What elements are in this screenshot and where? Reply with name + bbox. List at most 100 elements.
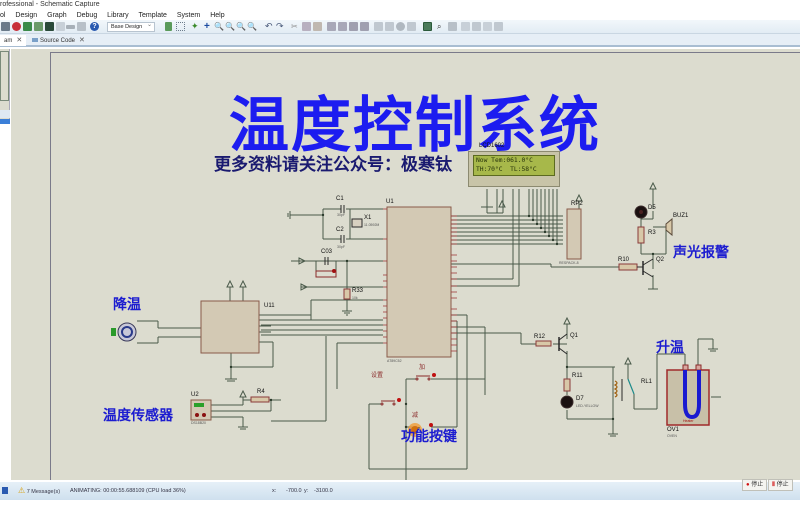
label-ov1: OV1 bbox=[667, 427, 680, 433]
buzzer-buz1 bbox=[665, 217, 673, 237]
clipboard-icon[interactable] bbox=[77, 22, 86, 31]
overview-window[interactable] bbox=[0, 51, 9, 101]
zoom-area-icon[interactable]: 🔍 bbox=[247, 22, 257, 31]
netlist-tool-icon[interactable] bbox=[1, 22, 10, 31]
zoom-out-icon[interactable]: 🔍 bbox=[225, 22, 235, 31]
toolbar: ? Base Design ✦ + 🔍 🔍 🔍 🔍 ↶ ↷ ✂ ⌕ bbox=[0, 20, 800, 34]
origin-icon[interactable]: ✦ bbox=[191, 21, 199, 31]
tab-schematic[interactable]: am✕ bbox=[0, 35, 27, 46]
resistor-pack-rp2 bbox=[566, 208, 582, 260]
undo-icon[interactable]: ↶ bbox=[265, 21, 273, 31]
menu-graph[interactable]: Graph bbox=[47, 12, 67, 19]
block-copy-icon[interactable] bbox=[327, 22, 336, 31]
close-icon[interactable]: ✕ bbox=[16, 37, 23, 44]
pick-device-icon[interactable] bbox=[374, 22, 383, 31]
stop-button-1[interactable]: ● 停止 bbox=[742, 479, 768, 491]
block-delete-icon[interactable] bbox=[360, 22, 369, 31]
zoom-all-icon[interactable]: 🔍 bbox=[236, 22, 246, 31]
button-set[interactable] bbox=[379, 397, 401, 407]
wire-autorouter-icon[interactable] bbox=[423, 22, 432, 31]
button-inc[interactable] bbox=[414, 371, 436, 381]
menu-help[interactable]: Help bbox=[210, 12, 225, 19]
tab-source-code[interactable]: Source Code✕ bbox=[28, 35, 89, 46]
hand-cursor-icon bbox=[416, 426, 422, 437]
file-icon[interactable] bbox=[165, 22, 172, 31]
design-variant-select[interactable]: Base Design bbox=[107, 21, 155, 32]
close-icon[interactable]: ✕ bbox=[79, 37, 85, 44]
play-control[interactable] bbox=[2, 487, 8, 494]
label-u11: U11 bbox=[264, 303, 275, 309]
label-rl1: RL1 bbox=[641, 379, 653, 385]
help-icon[interactable]: ? bbox=[90, 22, 99, 31]
menu-debug[interactable]: Debug bbox=[76, 12, 98, 19]
label-u2: U2 bbox=[191, 392, 199, 398]
packaging-icon[interactable] bbox=[396, 22, 405, 31]
pcb-icon[interactable] bbox=[34, 22, 43, 31]
copy-icon[interactable] bbox=[302, 22, 311, 31]
search-icon[interactable]: ⌕ bbox=[437, 22, 442, 31]
menu-tool[interactable]: ol bbox=[0, 12, 6, 19]
schematic-subtitle: 更多资料请关注公众号：极寒钛 bbox=[214, 155, 452, 175]
relay-switch-rl1 bbox=[627, 378, 635, 395]
new-sheet-icon[interactable] bbox=[461, 22, 470, 31]
part-ov1: OVEN bbox=[667, 434, 677, 438]
redo-icon[interactable]: ↷ bbox=[276, 21, 284, 31]
relay-coil-rl1 bbox=[613, 380, 618, 398]
heater-label: Heater bbox=[683, 419, 694, 423]
part-u2: DS18B20 bbox=[191, 421, 206, 425]
stop-button-2[interactable]: Ⅱ 停止 bbox=[768, 479, 793, 491]
decompose-icon[interactable] bbox=[407, 22, 416, 31]
label-q2: Q2 bbox=[656, 257, 665, 263]
label-c2: C2 bbox=[336, 227, 344, 233]
y-coordinate-label: y: bbox=[304, 488, 309, 494]
grid-icon[interactable] bbox=[176, 22, 185, 31]
device-list-selected-item[interactable] bbox=[0, 119, 10, 124]
schematic-canvas[interactable]: 温度控制系统 更多资料请关注公众号：极寒钛 降温 升温 温度传感器 声光报警 功… bbox=[11, 49, 800, 480]
menu-system[interactable]: System bbox=[176, 12, 201, 19]
menu-library[interactable]: Library bbox=[107, 12, 129, 19]
make-device-icon[interactable] bbox=[385, 22, 394, 31]
document-icon[interactable] bbox=[56, 22, 65, 31]
menu-design[interactable]: Design bbox=[15, 12, 38, 19]
messages-count: 7 Message(s) bbox=[26, 489, 61, 495]
gerber-icon[interactable] bbox=[45, 22, 54, 31]
led-d7 bbox=[560, 395, 574, 409]
paste-icon[interactable] bbox=[313, 22, 322, 31]
label-c03: C03 bbox=[321, 249, 333, 255]
property-assign-icon[interactable] bbox=[448, 22, 457, 31]
lcd-line-2: TH:70°C TL:58°C bbox=[476, 166, 537, 173]
label-x1: X1 bbox=[364, 215, 372, 221]
drc-icon[interactable] bbox=[23, 22, 32, 31]
zoom-in-icon[interactable]: 🔍 bbox=[214, 22, 224, 31]
device-selector-header bbox=[0, 110, 10, 118]
label-u1-part: AT89C52 bbox=[387, 359, 402, 363]
exit-parent-icon[interactable] bbox=[483, 22, 492, 31]
mcu-u1-body bbox=[386, 206, 452, 358]
stop-button-2-label: 停止 bbox=[776, 482, 789, 488]
status-bar: ⚠ 7 Message(s) ANIMATING: 00:00:55.68810… bbox=[0, 479, 800, 500]
warning-icon: ⚠ bbox=[18, 486, 26, 495]
animation-status: ANIMATING: 00:00:55.688109 (CPU load 36%… bbox=[70, 488, 186, 494]
netlist-icon[interactable] bbox=[494, 22, 503, 31]
reset-button bbox=[315, 270, 337, 278]
remove-sheet-icon[interactable] bbox=[472, 22, 481, 31]
button-dec[interactable] bbox=[407, 421, 433, 437]
pan-icon[interactable]: + bbox=[204, 21, 210, 32]
label-r4: R4 bbox=[257, 389, 265, 395]
bom-icon[interactable] bbox=[12, 22, 21, 31]
label-d7: D7 bbox=[576, 396, 584, 402]
power-terminals bbox=[226, 181, 657, 398]
messages-status[interactable]: ⚠ 7 Message(s) bbox=[18, 482, 60, 500]
resistor-r4 bbox=[250, 396, 270, 403]
resistor-r33 bbox=[343, 288, 351, 300]
value-r33: 10k bbox=[352, 296, 358, 300]
device-list[interactable] bbox=[0, 124, 10, 529]
block-move-icon[interactable] bbox=[338, 22, 347, 31]
menu-template[interactable]: Template bbox=[138, 12, 167, 19]
lines-icon[interactable] bbox=[66, 25, 75, 29]
button-set-symbol bbox=[380, 400, 396, 406]
cut-icon[interactable]: ✂ bbox=[291, 22, 298, 31]
tab-bar: am✕ Source Code✕ bbox=[0, 34, 800, 47]
block-rotate-icon[interactable] bbox=[349, 22, 358, 31]
